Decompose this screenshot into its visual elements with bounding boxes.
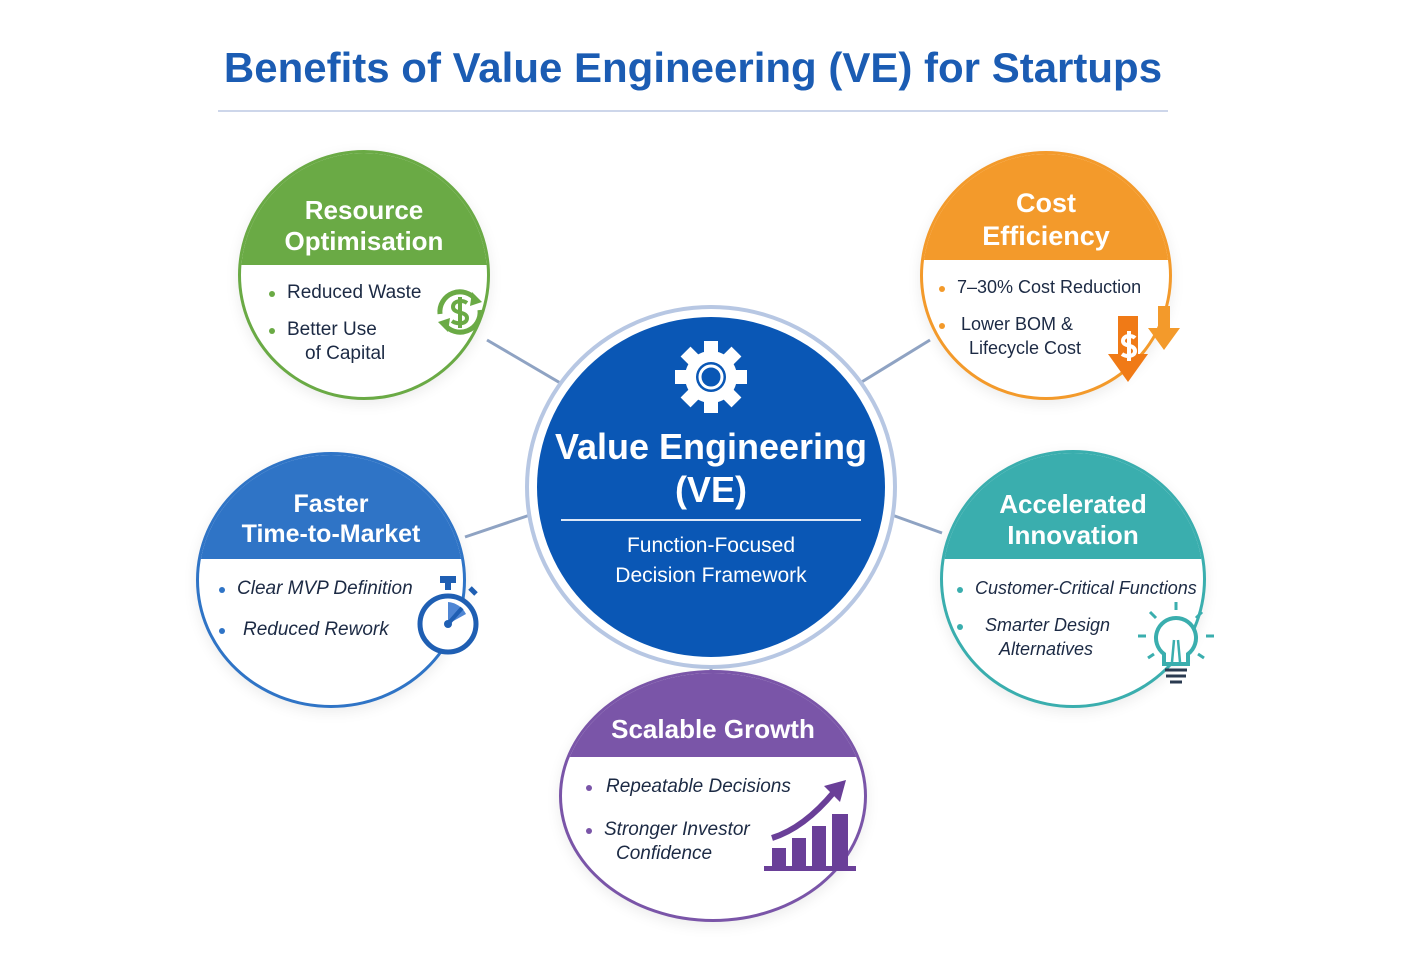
list-item: 7–30% Cost Reduction: [939, 276, 1141, 299]
center-subtitle: Decision Framework: [615, 563, 807, 587]
list-item: Stronger Investor: [586, 818, 791, 843]
benefit-title: Innovation: [1007, 519, 1139, 550]
benefit-title: Scalable Growth: [611, 713, 815, 744]
list-item: Reduced Rework: [219, 618, 413, 643]
center-title: (VE): [675, 469, 747, 511]
benefit-title: Time-to-Market: [241, 520, 421, 548]
list-item: Customer-Critical Functions: [957, 577, 1197, 600]
connector-cost: [859, 338, 931, 385]
benefit-title: Cost: [1016, 188, 1076, 219]
benefit-title: Faster: [293, 490, 369, 518]
center-subtitle: Function-Focused: [626, 534, 796, 558]
page-title: Benefits of Value Engineering (VE) for S…: [223, 44, 1163, 91]
benefit-title: Optimisation: [284, 225, 444, 256]
connector-faster: [464, 513, 531, 539]
list-item: Better Use: [269, 318, 421, 343]
list-item-cont: Lifecycle Cost: [969, 337, 1082, 358]
gear-icon: [675, 341, 747, 413]
list-item-cont: Alternatives: [999, 638, 1094, 659]
growth-chart-icon: [764, 780, 856, 871]
list-item: Repeatable Decisions: [586, 775, 791, 800]
title-divider: [218, 110, 1168, 112]
center-divider: [561, 519, 861, 522]
list-item: Lower BOM &: [939, 313, 1141, 336]
dollar-cycle-icon: [437, 289, 483, 335]
list-item-cont: Confidence: [616, 843, 713, 865]
benefit-scalable-growth: Scalable Growth Repeatable Decisions Str…: [559, 670, 867, 922]
list-item: Clear MVP Definition: [219, 577, 413, 602]
connector-innovation: [891, 513, 943, 535]
benefit-title: Resource: [304, 194, 424, 225]
center-title: Value Engineering: [554, 426, 868, 467]
list-item-cont: of Capital: [305, 343, 386, 365]
list-item: Smarter Design: [957, 614, 1197, 637]
lightbulb-icon: [1138, 602, 1214, 684]
benefit-title: Efficiency: [982, 220, 1110, 251]
stopwatch-icon: [417, 576, 479, 655]
benefit-title: Accelerated: [999, 488, 1147, 519]
dollar-down-arrow-icon: [1108, 306, 1180, 382]
list-item: Reduced Waste: [269, 281, 421, 306]
connector-resource: [486, 338, 563, 386]
